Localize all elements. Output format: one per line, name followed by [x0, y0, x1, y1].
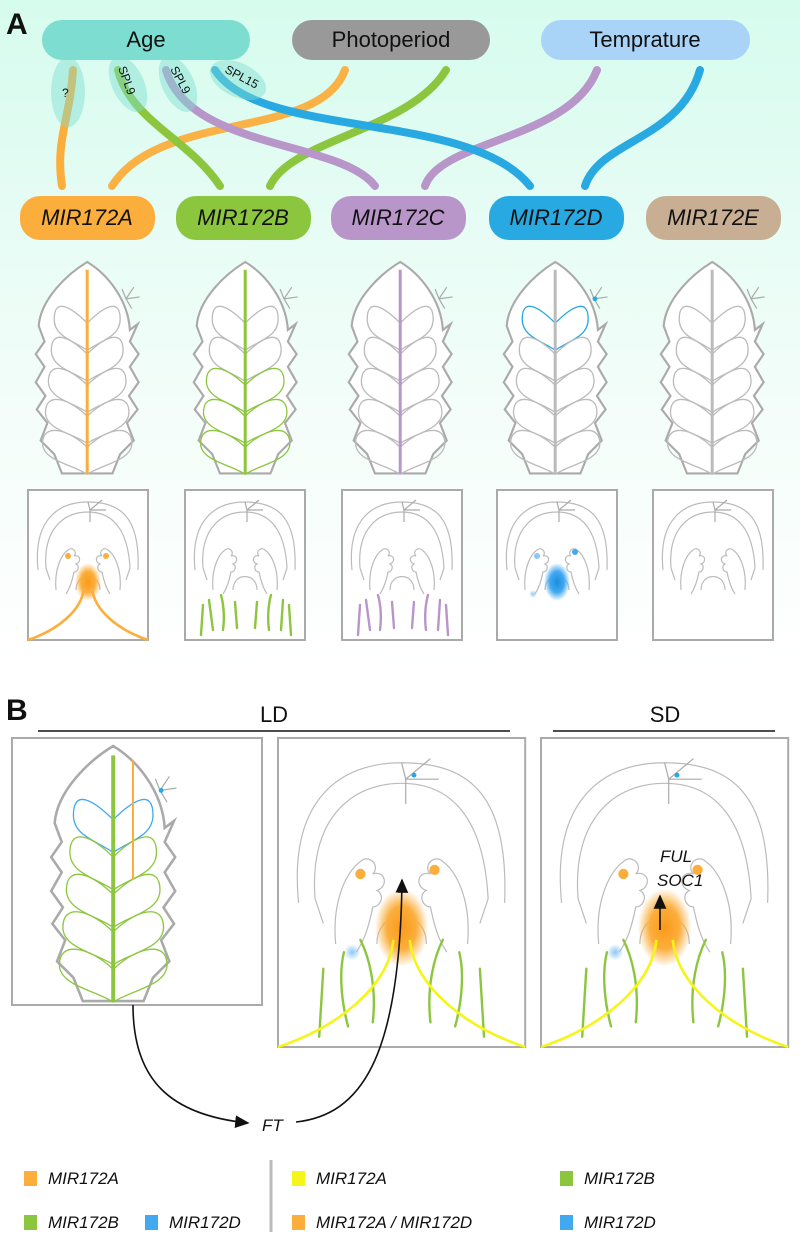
- regulator-photoperiod: Photoperiod: [292, 20, 490, 60]
- link-photoperiod-mir172a: [108, 66, 349, 190]
- trichome-icon: [279, 286, 298, 309]
- leaf-mir172c: [347, 260, 454, 475]
- leaf-mir172d: [502, 260, 609, 475]
- legend-swatch: [292, 1171, 305, 1186]
- legend-swatch: [24, 1215, 37, 1230]
- expression-dot: [572, 549, 578, 555]
- link-age-mir172c: [162, 66, 379, 190]
- link-age-mir172b: [114, 66, 224, 190]
- leaf-mir172a: [34, 260, 141, 475]
- target-soc1: SOC1: [657, 871, 703, 890]
- gene-mir172a: MIR172A: [20, 196, 155, 240]
- meristem-mir172d: [496, 489, 618, 641]
- condition-sd: SD: [650, 702, 681, 727]
- legend-label: MIR172B: [584, 1169, 655, 1188]
- legend-label: MIR172D: [584, 1213, 656, 1232]
- expression-dot: [343, 944, 361, 961]
- expression-dot: [529, 590, 537, 598]
- legend-swatch: [292, 1215, 305, 1230]
- link-age-mir172a: [56, 66, 77, 190]
- expression-glow: [374, 888, 429, 967]
- gene-label: MIR172C: [352, 205, 445, 230]
- gene-mir172b: MIR172B: [176, 196, 311, 240]
- mediator-unknown: ?: [62, 86, 69, 100]
- legend-left-mir172b: MIR172B: [24, 1213, 119, 1232]
- panel-label-b: B: [6, 694, 28, 727]
- legend-right-mir172a: MIR172A: [292, 1169, 387, 1188]
- gene-mir172e: MIR172E: [646, 196, 781, 240]
- signal-ft: FT: [262, 1116, 284, 1135]
- expression-dot: [65, 553, 71, 559]
- gene-label: MIR172B: [197, 205, 289, 230]
- leaf-mir172e: [659, 260, 766, 475]
- expression-dot: [355, 868, 366, 880]
- leaf-mir172b: [192, 260, 299, 475]
- expression-dot: [411, 772, 417, 778]
- legend-swatch: [145, 1215, 158, 1230]
- trichome-icon: [746, 286, 765, 309]
- expression-glow: [544, 563, 570, 601]
- legend-swatch: [560, 1215, 573, 1230]
- mediator-bubbles: ? SPL9 SPL9 SPL15: [51, 55, 267, 127]
- gene-label: MIR172A: [41, 205, 133, 230]
- expression-dot: [692, 864, 703, 875]
- expression-dot: [429, 864, 440, 875]
- link-temperature-mir172d: [581, 66, 704, 190]
- legend-label: MIR172A: [316, 1169, 387, 1188]
- legend-swatch: [24, 1171, 37, 1186]
- regulator-label: Photoperiod: [332, 27, 451, 52]
- expression-glow: [637, 888, 692, 967]
- legend-right-mir172b: MIR172B: [560, 1169, 655, 1188]
- regulator-age: Age: [42, 20, 250, 60]
- regulator-label: Temprature: [589, 27, 700, 52]
- meristem-sd: [539, 736, 790, 1049]
- regulator-temperature: Temprature: [541, 20, 750, 60]
- leaf-ld: [49, 744, 178, 1003]
- expression-dot: [534, 553, 540, 559]
- arrow-ft-to-meristem: [295, 878, 409, 1123]
- link-age-mir172d: [211, 66, 534, 190]
- link-photoperiod-mir172b: [266, 66, 450, 190]
- meristem-mir172a: [27, 489, 149, 642]
- expression-dot: [103, 553, 109, 559]
- legend-right-mir172a-mir172d: MIR172A / MIR172D: [292, 1213, 472, 1232]
- legend-label: MIR172A / MIR172D: [316, 1213, 472, 1232]
- gene-mir172d: MIR172D: [489, 196, 624, 240]
- legend-right-mir172d: MIR172D: [560, 1213, 656, 1232]
- trichome-icon: [154, 776, 177, 803]
- expression-dot: [674, 772, 680, 778]
- regulator-label: Age: [126, 27, 165, 52]
- meristem-mir172b: [184, 489, 306, 641]
- gene-label: MIR172E: [667, 205, 759, 230]
- expression-dot: [606, 944, 624, 961]
- meristem-mir172e: [652, 489, 774, 641]
- trichome-icon: [434, 286, 453, 309]
- trichome-icon: [121, 286, 140, 309]
- expression-dot: [618, 868, 629, 880]
- condition-ld: LD: [260, 702, 288, 727]
- meristem-mir172c: [341, 489, 463, 641]
- panel-label-a: A: [6, 8, 28, 41]
- link-temperature-mir172c: [421, 66, 601, 190]
- gene-mir172c: MIR172C: [331, 196, 466, 240]
- target-ful: FUL: [660, 847, 692, 866]
- arrow-leaf-to-ft: [132, 1004, 250, 1129]
- regulation-links: [56, 66, 704, 190]
- legend-left-mir172d: MIR172D: [145, 1213, 241, 1232]
- legend-swatch: [560, 1171, 573, 1186]
- legend-label: MIR172D: [169, 1213, 241, 1232]
- expression-glow: [75, 563, 101, 601]
- legend-label: MIR172A: [48, 1169, 119, 1188]
- trichome-icon: [589, 286, 608, 309]
- legend-left-mir172a: MIR172A: [24, 1169, 119, 1188]
- legend-label: MIR172B: [48, 1213, 119, 1232]
- gene-label: MIR172D: [510, 205, 603, 230]
